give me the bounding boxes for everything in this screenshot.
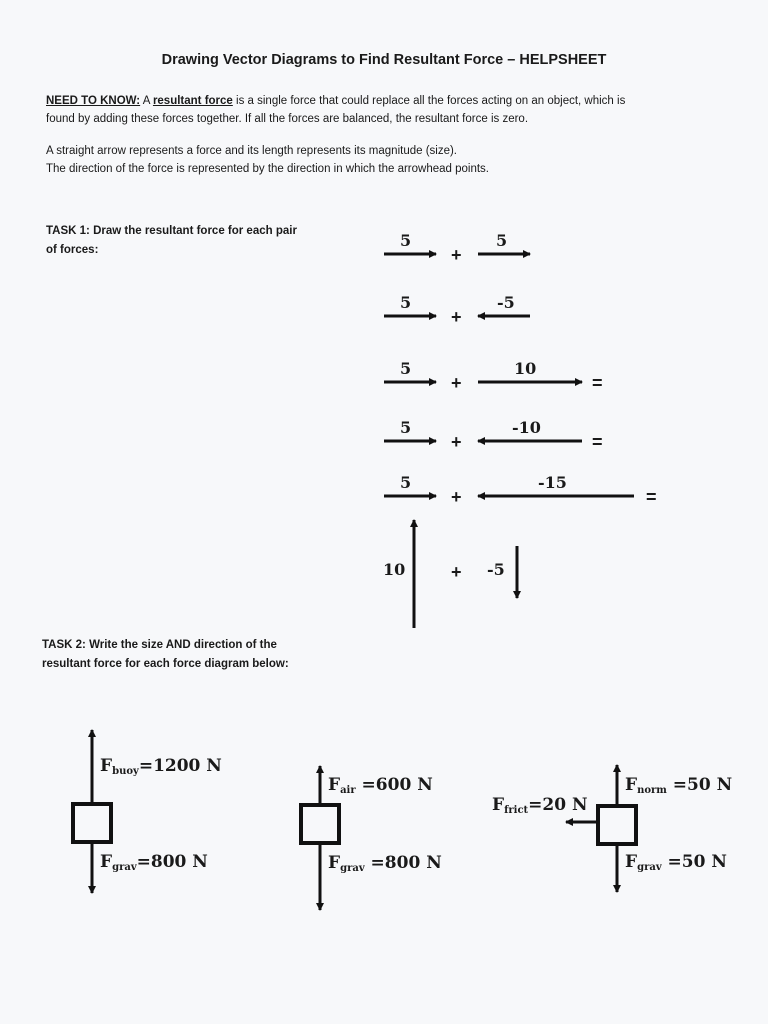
need-to-know-line-3: A straight arrow represents a force and … (46, 145, 458, 157)
gravity-force-label: Fgrav =50 N (625, 852, 727, 873)
task1-pair-3: 5 + 10 = (384, 359, 603, 393)
equals-sign: = (592, 432, 603, 452)
plus-sign: + (451, 373, 462, 393)
force-value: 5 (400, 293, 411, 312)
gravity-force-label: Fgrav=800 N (100, 852, 208, 873)
force-value: -15 (538, 473, 567, 492)
object-box (71, 802, 113, 844)
equals-sign: = (592, 373, 603, 393)
task2-diagram-3: Fnorm =50 N Ffrict=20 N Fgrav =50 N (492, 764, 732, 893)
need-to-know-pre: A (140, 95, 153, 107)
need-to-know-rest: is a single force that could replace all… (232, 95, 626, 107)
task1-pair-6: 10 + -5 (383, 519, 521, 628)
task2-diagram-1: Fbuoy=1200 N Fgrav=800 N (71, 729, 222, 894)
task1-pair-1: 5 + 5 (384, 231, 531, 265)
task1-pair-4: 5 + -10 = (384, 418, 603, 452)
buoyancy-force-label: Fbuoy=1200 N (100, 756, 222, 777)
need-to-know-line-4: The direction of the force is represente… (46, 163, 489, 175)
equals-sign: = (646, 487, 657, 507)
force-value: 5 (400, 231, 411, 250)
force-value: -10 (512, 418, 541, 437)
plus-sign: + (451, 307, 462, 327)
friction-force-label: Ffrict=20 N (492, 795, 588, 816)
need-to-know-line-1: NEED TO KNOW: A resultant force is a sin… (46, 92, 716, 111)
object-box (596, 804, 638, 846)
force-value: 10 (383, 560, 405, 579)
need-to-know-line-2: found by adding these forces together. I… (46, 113, 529, 125)
air-resistance-label: Fair =600 N (328, 775, 433, 796)
plus-sign: + (451, 245, 462, 265)
force-value: -5 (487, 560, 505, 579)
plus-sign: + (451, 562, 462, 582)
force-value: 5 (400, 473, 411, 492)
force-value: -5 (497, 293, 515, 312)
task2-heading-line-2: resultant force for each force diagram b… (42, 658, 289, 670)
need-to-know-label: NEED TO KNOW: (46, 95, 141, 107)
plus-sign: + (451, 432, 462, 452)
gravity-force-label: Fgrav =800 N (328, 853, 442, 874)
task1-heading-line-2: of forces: (46, 244, 99, 256)
plus-sign: + (451, 487, 462, 507)
task1-pair-2: 5 + -5 (384, 293, 530, 327)
task1-heading-line-1: TASK 1: Draw the resultant force for eac… (46, 225, 297, 237)
task1-pair-5: 5 + -15 = (384, 473, 657, 507)
page-title: Drawing Vector Diagrams to Find Resultan… (161, 52, 607, 68)
force-value: 5 (496, 231, 507, 250)
resultant-force-term: resultant force (152, 95, 233, 107)
force-value: 5 (400, 418, 411, 437)
force-value: 10 (514, 359, 536, 378)
normal-force-label: Fnorm =50 N (625, 775, 732, 796)
task2-heading-line-1: TASK 2: Write the size AND direction of … (42, 639, 277, 651)
force-value: 5 (400, 359, 411, 378)
object-box (299, 803, 341, 845)
task2-diagram-2: Fair =600 N Fgrav =800 N (299, 765, 442, 911)
